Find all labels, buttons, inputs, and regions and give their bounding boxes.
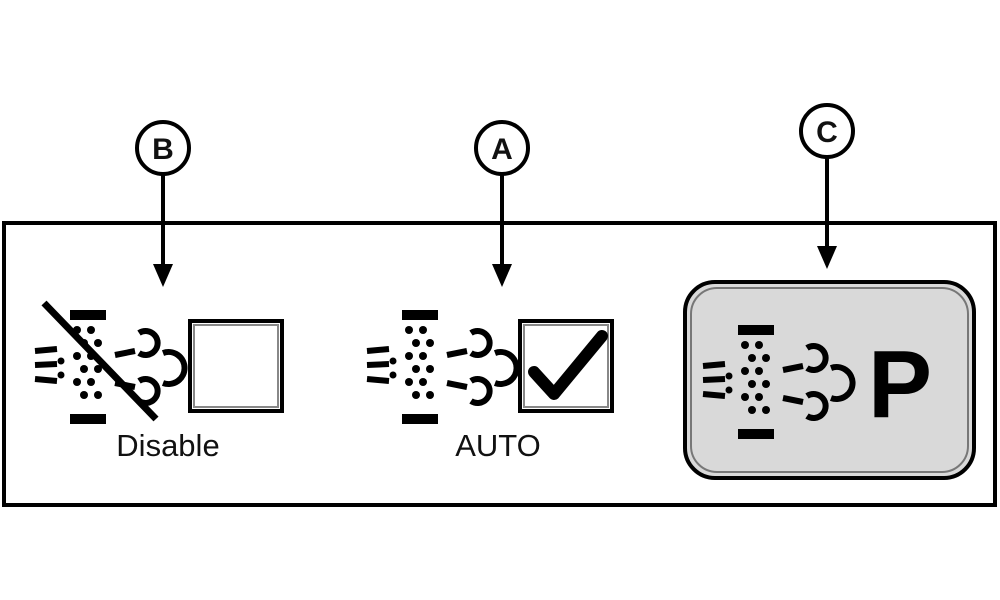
callout-c: C	[799, 103, 855, 269]
auto-checkbox-inner-frame	[523, 324, 609, 408]
checkmark-icon	[528, 330, 608, 400]
exhaust-filter-disabled-icon	[35, 300, 185, 424]
park-regen-button-inner-frame	[690, 287, 969, 473]
auto-label: AUTO	[455, 428, 541, 463]
disable-checkbox-inner-frame	[193, 324, 279, 408]
park-regen-button[interactable]: P	[683, 280, 976, 480]
park-regen-letter: P	[868, 331, 932, 438]
callout-c-arrowhead	[817, 246, 837, 269]
auto-option[interactable]: AUTO	[367, 310, 614, 463]
callout-a-arrowhead	[492, 264, 512, 287]
callout-a-letter: A	[491, 133, 513, 166]
strike-through-line	[41, 300, 159, 422]
callout-c-letter: C	[816, 116, 838, 149]
callout-b-letter: B	[152, 133, 174, 166]
callout-a: A	[474, 120, 530, 287]
disable-option[interactable]: Disable	[35, 300, 284, 463]
disable-checkbox[interactable]	[188, 319, 284, 413]
disable-label: Disable	[116, 428, 219, 463]
callout-b-arrowhead	[153, 264, 173, 287]
callout-b: B	[135, 120, 191, 287]
